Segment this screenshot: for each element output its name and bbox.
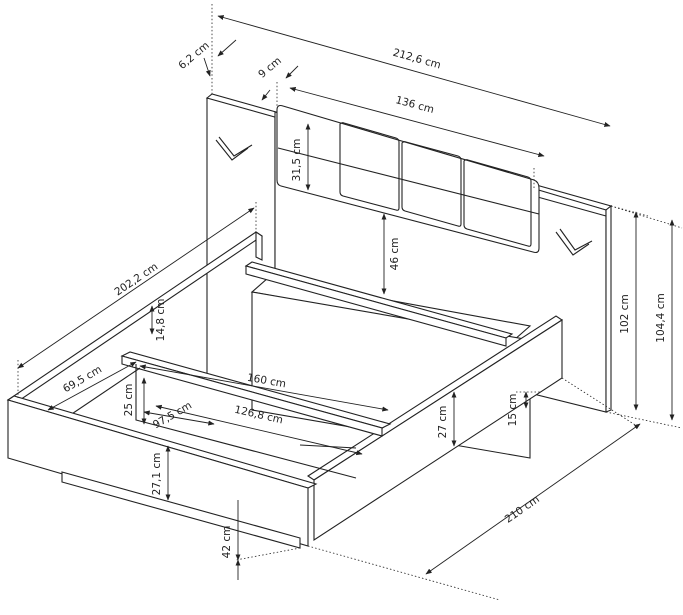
dim-frame-length: 202,2 cm bbox=[112, 261, 160, 299]
dim-box-height: 25 cm bbox=[123, 384, 135, 417]
dim-panel-to-frame: 46 cm bbox=[389, 238, 401, 271]
dim-total-height: 104,4 cm bbox=[655, 293, 667, 342]
headboard-hook-left bbox=[215, 136, 253, 161]
dim-side-height: 27,1 cm bbox=[151, 453, 163, 496]
dim-side-gap: 9 cm bbox=[256, 55, 284, 81]
dim-panel-width: 136 cm bbox=[394, 94, 435, 116]
headboard-hook-right bbox=[555, 228, 593, 256]
dim-floor-height: 42 cm bbox=[221, 526, 233, 559]
dim-rail-height: 14,8 cm bbox=[155, 299, 167, 342]
dim-total-length: 210 cm bbox=[503, 493, 542, 525]
dim-shelf-height: 15 cm bbox=[507, 394, 519, 427]
dim-frame-height: 27 cm bbox=[437, 406, 449, 439]
dimension-lines bbox=[17, 15, 675, 580]
dim-panel-height: 31,5 cm bbox=[291, 139, 303, 182]
dim-headboard-depth: 6,2 cm bbox=[176, 40, 211, 72]
dim-headboard-height: 102 cm bbox=[619, 294, 631, 333]
dim-box-depth: 97,5 cm bbox=[151, 400, 194, 432]
dim-total-width: 212,6 cm bbox=[391, 47, 442, 72]
